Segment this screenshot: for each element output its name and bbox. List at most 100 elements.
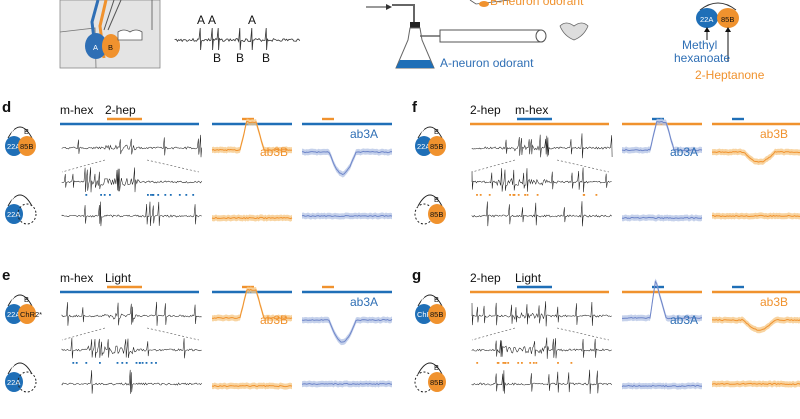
spike-label-a2: A	[208, 13, 216, 27]
spike-marker	[513, 194, 515, 196]
neuron-a-letter: A	[11, 195, 16, 204]
b-neuron-odorant-label: B-neuron odorant	[490, 0, 584, 8]
psth-2-line	[712, 150, 800, 163]
spike-trace-ablated	[61, 369, 202, 394]
neuron-b-ablated	[17, 203, 37, 225]
neuron-b-cell	[102, 34, 120, 58]
spike-marker	[169, 194, 172, 196]
neuron-a-body	[5, 136, 23, 156]
neuron-a-letter: A	[11, 363, 16, 372]
spike-marker	[507, 362, 510, 364]
sensillum-schematic: A B	[59, 0, 161, 69]
spike-marker	[141, 362, 144, 364]
spike-marker	[532, 362, 535, 364]
spike-marker	[109, 194, 111, 196]
neuron-sensillum-outline	[417, 194, 443, 207]
spike-marker	[509, 194, 511, 196]
neuron-b-body	[428, 204, 446, 224]
psth-1-ablated-line	[621, 384, 703, 388]
spike-marker	[521, 362, 523, 364]
spike-marker	[150, 362, 153, 364]
spike-marker	[135, 362, 138, 364]
psth-2-line	[301, 150, 393, 176]
neuron-a-letter: A	[421, 295, 426, 304]
spike-marker	[164, 194, 167, 196]
receptor-a-label: 22A	[7, 378, 20, 387]
spike-marker	[517, 362, 520, 364]
psth-1-label: ab3B	[260, 313, 288, 327]
spike-trace-main	[471, 301, 612, 327]
neuron-a-cell	[85, 33, 107, 59]
spike-marker	[595, 194, 598, 196]
neuron-b-letter: B	[24, 127, 29, 136]
spike-label-b3: B	[262, 51, 270, 65]
neuron-b-body	[428, 372, 446, 392]
spike-marker	[476, 362, 479, 364]
panel-letter: e	[2, 267, 10, 284]
spike-marker	[504, 362, 507, 364]
spike-marker	[85, 194, 88, 196]
receptor-b-label: ChR2*	[20, 310, 42, 319]
spike-marker	[479, 194, 482, 196]
spike-marker	[488, 194, 491, 196]
psth-1-line	[621, 120, 703, 152]
spike-marker	[529, 362, 532, 364]
spike-marker	[147, 194, 149, 196]
neuron-sensillum-outline	[7, 126, 33, 139]
neuron-sensillum-outline	[7, 362, 33, 375]
neuron-sensillum-outline	[417, 294, 443, 307]
neuron-sensillum-outline	[7, 194, 33, 207]
psth-2-label: ab3B	[760, 295, 788, 309]
spike-trace-zoom	[61, 167, 202, 193]
receptor-a-label: 22A	[7, 142, 20, 151]
spike-marker	[570, 362, 573, 364]
spike-marker	[121, 362, 124, 364]
neuron-sensillum-outline	[7, 294, 33, 307]
neuron-b-letter: B	[108, 43, 113, 52]
psth-1-band	[622, 278, 702, 322]
spike-marker	[85, 362, 88, 364]
neuron-a-letter: A	[93, 43, 98, 52]
psth-2-band	[712, 316, 800, 334]
neuron-b-body	[18, 304, 36, 324]
odor-delivery-schematic: B-neuron odorant A-neuron odorant	[366, 0, 589, 70]
spike-marker	[150, 194, 152, 196]
psth-1-line	[211, 120, 293, 152]
stimulus-1-label: m-hex	[60, 271, 93, 285]
neuron-a-letter: A	[421, 127, 426, 136]
psth-1-line	[211, 288, 293, 320]
psth-1-label: ab3B	[260, 145, 288, 159]
spike-marker	[139, 362, 141, 364]
neuron-b-letter: B	[434, 295, 439, 304]
neuron-a-body	[5, 204, 23, 224]
receptor-a-label: 22A	[417, 142, 430, 151]
spike-trace-zoom	[471, 337, 612, 359]
spike-marker	[155, 362, 157, 364]
neuron-a-letter: A	[11, 127, 16, 136]
spike-marker	[536, 194, 539, 196]
receptor-schematic-top: 22A 85B Methyl hexanoate 2-Heptanone	[674, 2, 765, 82]
methyl-hexanoate-line2: hexanoate	[674, 51, 730, 65]
psth-2-label: ab3B	[760, 127, 788, 141]
psth-1-ablated-line	[211, 216, 293, 220]
spike-marker	[535, 362, 538, 364]
spike-marker	[178, 194, 181, 196]
neuron-diagram-bottom: 22A A	[5, 362, 37, 393]
a-neuron-odorant-label: A-neuron odorant	[440, 56, 534, 70]
spike-label-b1: B	[213, 51, 221, 65]
psth-2-label: ab3A	[350, 295, 378, 309]
receptor-22a-label: 22A	[700, 15, 713, 24]
receptor-b-label: 85B	[430, 142, 443, 151]
psth-2-band	[302, 316, 392, 346]
psth-2-label: ab3A	[350, 127, 378, 141]
spike-marker	[100, 194, 102, 196]
spike-marker	[192, 194, 195, 196]
neuron-a-body	[415, 136, 433, 156]
receptor-b-label: 85B	[430, 378, 443, 387]
spike-marker	[99, 362, 101, 364]
